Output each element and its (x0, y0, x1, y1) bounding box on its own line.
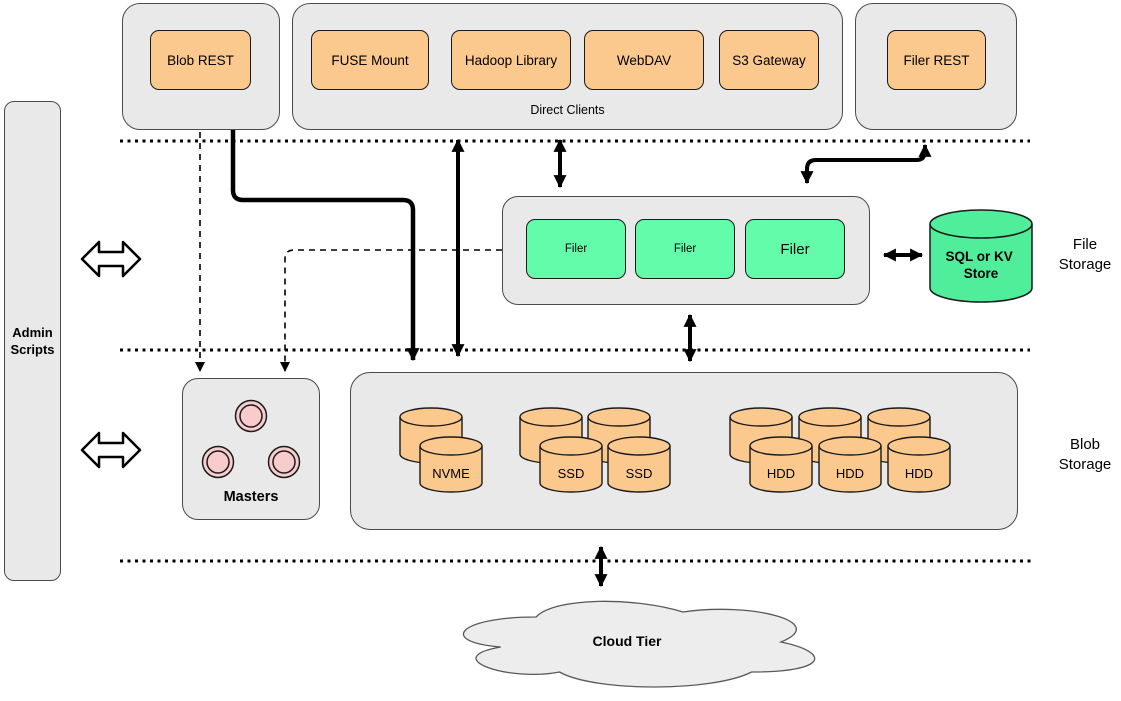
file-storage-tier-label: File Storage (1058, 236, 1112, 273)
client-s3-gateway: S3 Gateway (719, 30, 819, 90)
masters-label: Masters (223, 489, 279, 505)
blob-storage-tier-label: Blob Storage (1058, 436, 1112, 473)
hadoop-library-label: Hadoop Library (464, 52, 558, 68)
metadata-store-label: SQL or KV Store (945, 249, 1016, 281)
fuse-mount-label: FUSE Mount (331, 52, 409, 68)
blob-rest-label: Blob REST (167, 52, 234, 68)
filer-node-3: Filer (745, 219, 845, 279)
webdav-label: WebDAV (616, 52, 672, 68)
arrow-blobrest-to-volumes (230, 130, 420, 362)
blob-rest-node: Blob REST (150, 30, 251, 90)
client-fuse-mount: FUSE Mount (311, 30, 429, 90)
cloud-tier-shape: Cloud Tier (462, 600, 816, 688)
filer-1-label: Filer (564, 243, 588, 255)
admin-blob-storage-link-arrow (80, 431, 142, 469)
s3-gateway-label: S3 Gateway (732, 52, 806, 68)
metadata-store-cylinder: SQL or KV Store (929, 209, 1033, 303)
arrow-filerrest-filers (800, 143, 932, 185)
client-hadoop-library: Hadoop Library (451, 30, 571, 90)
admin-scripts-label: Admin Scripts (10, 325, 55, 357)
filer-node-1: Filer (526, 219, 626, 279)
filer-rest-label: Filer REST (903, 52, 970, 68)
filer-node-2: Filer (635, 219, 735, 279)
volume-servers-group (350, 372, 1018, 530)
client-webdav: WebDAV (584, 30, 704, 90)
dashed-arrow-filers-masters (280, 249, 502, 372)
filer-2-label: Filer (673, 243, 697, 255)
admin-scripts-panel: Admin Scripts (4, 101, 61, 581)
direct-clients-label: Direct Clients (530, 103, 605, 117)
filer-3-label: Filer (780, 240, 810, 258)
admin-file-storage-link-arrow (80, 240, 142, 278)
filer-rest-node: Filer REST (887, 30, 986, 90)
cloud-tier-label: Cloud Tier (593, 633, 663, 649)
